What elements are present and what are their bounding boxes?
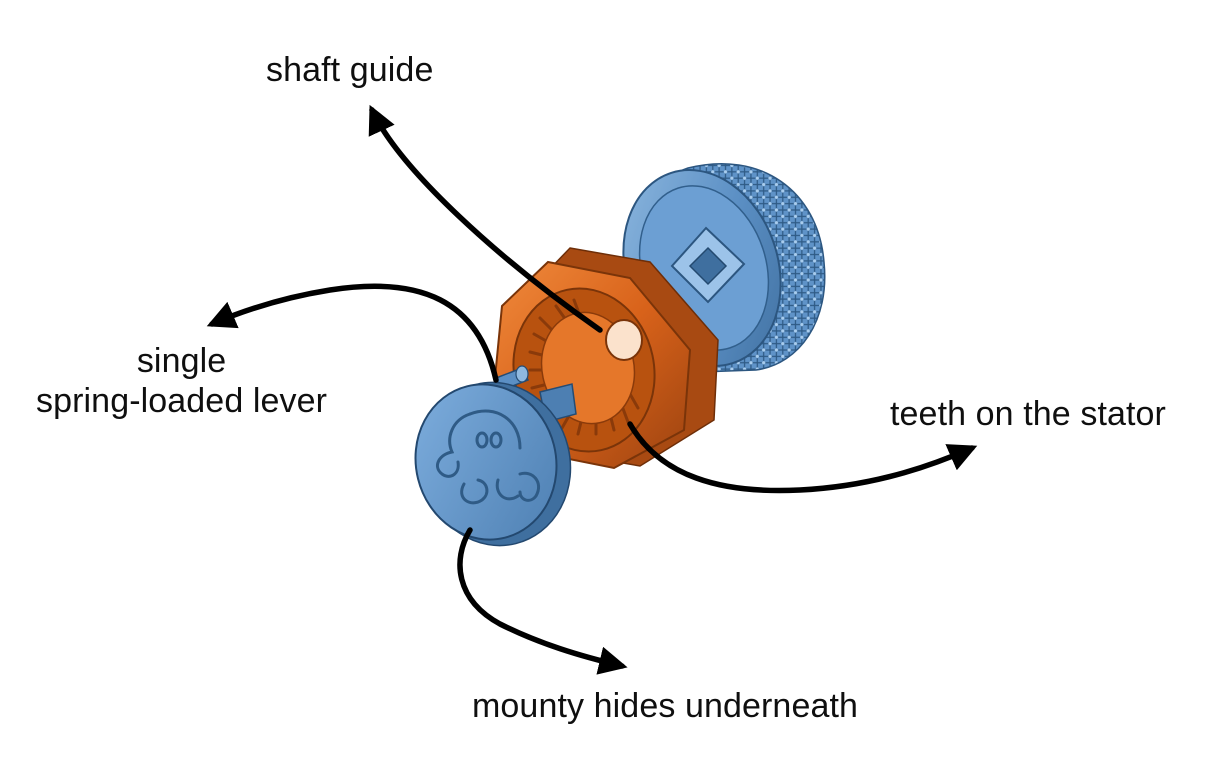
mounty-logo-icon	[436, 409, 541, 505]
label-shaft-guide: shaft guide	[266, 51, 434, 89]
arrow-shaft-guide	[368, 104, 603, 333]
square-socket-icon	[670, 226, 746, 304]
label-spring-lever-line1: single	[136, 342, 227, 380]
label-teeth-on-stator: teeth on the stator	[890, 395, 1166, 433]
label-mounty-underneath: mounty hides underneath	[472, 687, 859, 725]
shaft-guide-hole-icon	[605, 319, 643, 361]
label-spring-lever: single spring-loaded lever	[36, 341, 327, 421]
mounty-disc-icon	[414, 365, 577, 547]
arrow-spring-lever	[206, 283, 499, 383]
arrow-mounty	[457, 527, 628, 675]
label-spring-lever-line2: spring-loaded lever	[36, 382, 328, 421]
arrow-teeth	[627, 421, 978, 494]
